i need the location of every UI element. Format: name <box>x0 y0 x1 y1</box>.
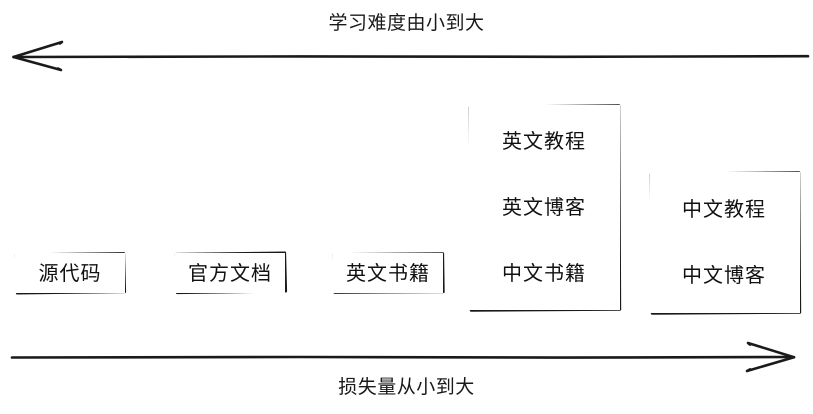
top-axis-label: 学习难度由小到大 <box>328 12 485 34</box>
node-label-chinese-tutorial: 中文教程 <box>682 197 766 221</box>
node-english-tutorial[interactable]: 英文教程 <box>488 122 600 160</box>
node-label-chinese-blog: 中文博客 <box>682 263 766 287</box>
node-label-english-blog: 英文博客 <box>502 195 586 219</box>
node-label-english-books: 英文书籍 <box>346 261 430 285</box>
node-chinese-blog[interactable]: 中文博客 <box>668 256 780 294</box>
node-official-docs[interactable]: 官方文档 <box>175 253 285 293</box>
bottom-axis-label: 损失量从小到大 <box>338 376 475 398</box>
node-english-blog[interactable]: 英文博客 <box>488 188 600 226</box>
bottom-axis-arrow <box>10 341 796 373</box>
node-label-chinese-books: 中文书籍 <box>502 261 586 285</box>
node-label-english-tutorial: 英文教程 <box>502 129 586 153</box>
node-source-code[interactable]: 源代码 <box>15 253 125 293</box>
node-english-books[interactable]: 英文书籍 <box>333 253 443 293</box>
node-label-source-code: 源代码 <box>38 261 102 285</box>
top-axis-arrow <box>12 40 810 72</box>
node-chinese-tutorial[interactable]: 中文教程 <box>668 190 780 228</box>
node-chinese-books[interactable]: 中文书籍 <box>488 254 600 292</box>
node-label-official-docs: 官方文档 <box>188 261 272 285</box>
